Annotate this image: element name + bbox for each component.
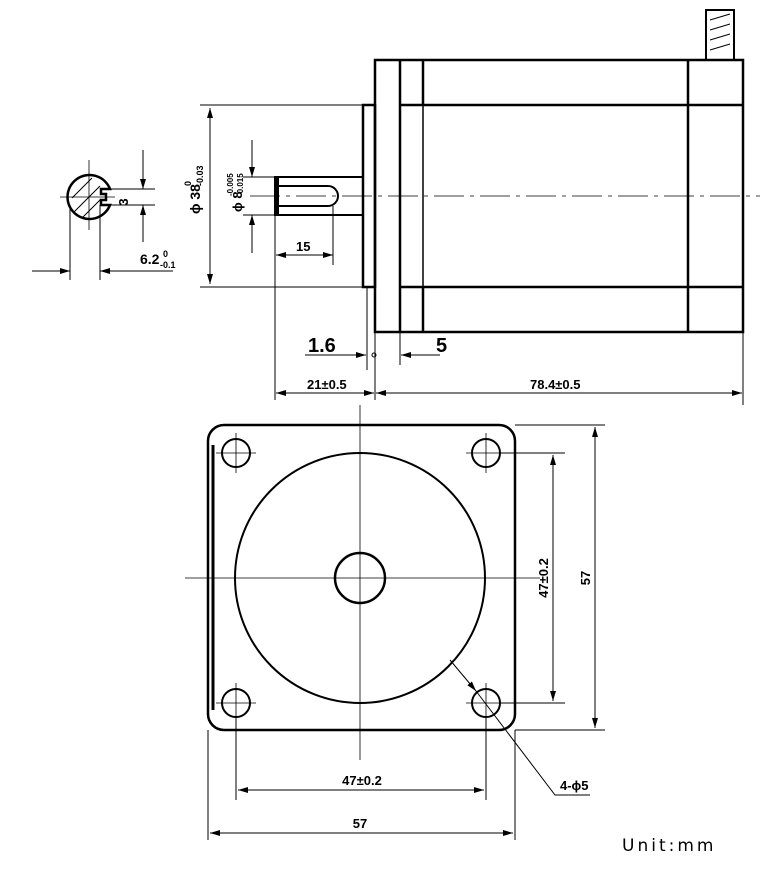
hole-callout-label: 4-ϕ5: [560, 778, 589, 793]
shaft-length-label: 21±0.5: [307, 377, 347, 392]
key-depth-tol-lower: -0.1: [160, 260, 176, 270]
shaft-tol-upper: -0.005: [226, 173, 235, 196]
pilot-depth-label: 1.6: [308, 335, 336, 357]
key-depth-label: 6.2: [140, 251, 160, 267]
flange-height-label: 57: [578, 571, 593, 585]
flange-front-view: [185, 405, 540, 760]
hole-spacing-v-label: 47±0.2: [536, 558, 551, 598]
front-dimensions: [207, 424, 605, 840]
shaft-tol-lower: -0.015: [236, 173, 245, 196]
shaft-section: [32, 150, 173, 280]
unit-label: Unit:mm: [622, 836, 717, 856]
pilot-tol-upper: 0: [183, 181, 193, 186]
pilot-diameter-label: ϕ 38: [187, 184, 203, 214]
body-length-label: 78.4±0.5: [530, 377, 581, 392]
key-width-label: 3: [116, 198, 131, 205]
flange-width-label: 57: [353, 816, 367, 831]
shaft-diameter-label: ϕ 8: [230, 191, 245, 212]
side-dimensions: [200, 104, 744, 405]
hole-spacing-h-label: 47±0.2: [342, 773, 382, 788]
key-depth-tol-upper: 0: [163, 249, 168, 259]
pilot-tol-lower: -0.03: [195, 165, 205, 186]
cable: [705, 9, 735, 61]
flange-thickness-label: 5: [436, 335, 447, 357]
key-length-label: 15: [296, 239, 310, 254]
